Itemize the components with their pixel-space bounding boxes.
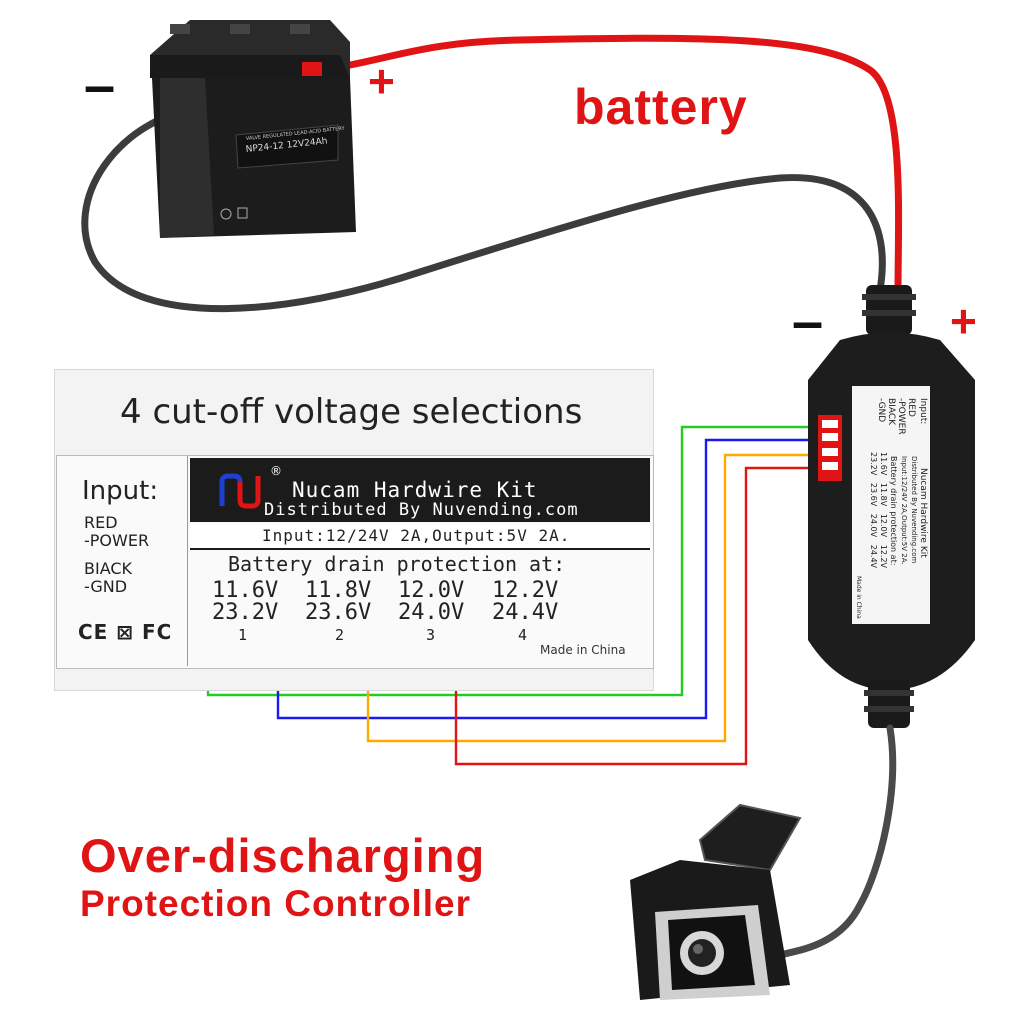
battery-positive-marker: + (368, 55, 395, 107)
controller-drain: Battery drain protection at: (889, 456, 898, 566)
voltage-12v-2: 11.8V (305, 578, 372, 603)
nucam-logo-icon (219, 473, 261, 509)
made-in-label: Made in China (540, 643, 626, 657)
voltage-24v-1: 23.2V (212, 600, 279, 625)
voltage-12v-3: 12.0V (398, 578, 465, 603)
spec-text: Input:12/24V 2A,Output:5V 2A. (262, 526, 571, 545)
card-title: 4 cut-off voltage selections (120, 392, 583, 432)
voltage-selection-4: 12.2V 24.4V 4 (492, 580, 558, 646)
caption-subtitle: Protection Controller (80, 883, 472, 924)
input-red-power: RED -POWER (84, 513, 150, 550)
selection-number-3: 3 (426, 626, 436, 644)
selector-wire-4 (454, 466, 840, 766)
controller-spec: Input:12/24V 2A,Output:5V 2A. (900, 456, 908, 565)
voltage-selection-1: 11.6V 23.2V 1 (212, 580, 278, 646)
input-black-gnd: BIACK -GND (84, 559, 133, 596)
controller-brand: Nucam Hardwire Kit (918, 468, 928, 558)
brand-name: Nucam Hardwire Kit (292, 478, 538, 502)
output-cable (776, 724, 897, 959)
voltage-12v-1: 11.6V (212, 578, 279, 603)
drain-protection-title: Battery drain protection at: (228, 552, 566, 576)
controller-row-24v: 23.2V 23.6V 24.0V 24.4V (869, 452, 878, 569)
voltage-selection-2: 11.8V 23.6V 2 (305, 580, 371, 646)
selection-number-1: 1 (238, 626, 248, 644)
controller-red: RED -POWER (896, 398, 916, 435)
selection-number-2: 2 (335, 626, 345, 644)
battery-title: battery (574, 79, 748, 135)
controller-black: BIACK -GND (876, 398, 896, 426)
controller-label: Input: RED -POWER BIACK -GND Nucam Hardw… (852, 386, 930, 624)
selector-wire-2 (276, 438, 840, 720)
selector-wire-3 (366, 453, 840, 743)
controller-negative-marker: – (792, 289, 824, 352)
input-column (57, 456, 188, 666)
controller-dist: Distributed By Nuvending.com (910, 456, 918, 564)
brand-distributor: Distributed By Nuvending.com (264, 500, 579, 520)
voltage-12v-4: 12.2V (492, 578, 559, 603)
voltage-24v-3: 24.0V (398, 600, 465, 625)
controller-row-12v: 11.6V 11.8V 12.0V 12.2V (879, 452, 888, 569)
battery-negative-marker: – (84, 53, 116, 116)
selection-number-4: 4 (518, 626, 528, 644)
controller-positive-marker: + (950, 295, 977, 347)
brand-bar: ® (190, 458, 650, 522)
voltage-selection-3: 12.0V 24.0V 3 (398, 580, 464, 646)
controller-input: Input: (918, 398, 928, 425)
ground-wire (81, 104, 886, 313)
dashcam-icon (630, 803, 802, 1000)
controller-made-in: Made in China (855, 576, 862, 619)
voltage-24v-2: 23.6V (305, 600, 372, 625)
voltage-24v-4: 24.4V (492, 600, 559, 625)
input-title: Input: (82, 476, 159, 506)
battery-icon: NP24-12 12V24Ah VALVE REGULATED LEAD-ACI… (150, 20, 356, 238)
spec-bar (190, 524, 650, 550)
certification-marks: CE ⊠ FC (78, 620, 173, 644)
power-wire (318, 34, 903, 294)
caption-title: Over-discharging (80, 829, 486, 882)
